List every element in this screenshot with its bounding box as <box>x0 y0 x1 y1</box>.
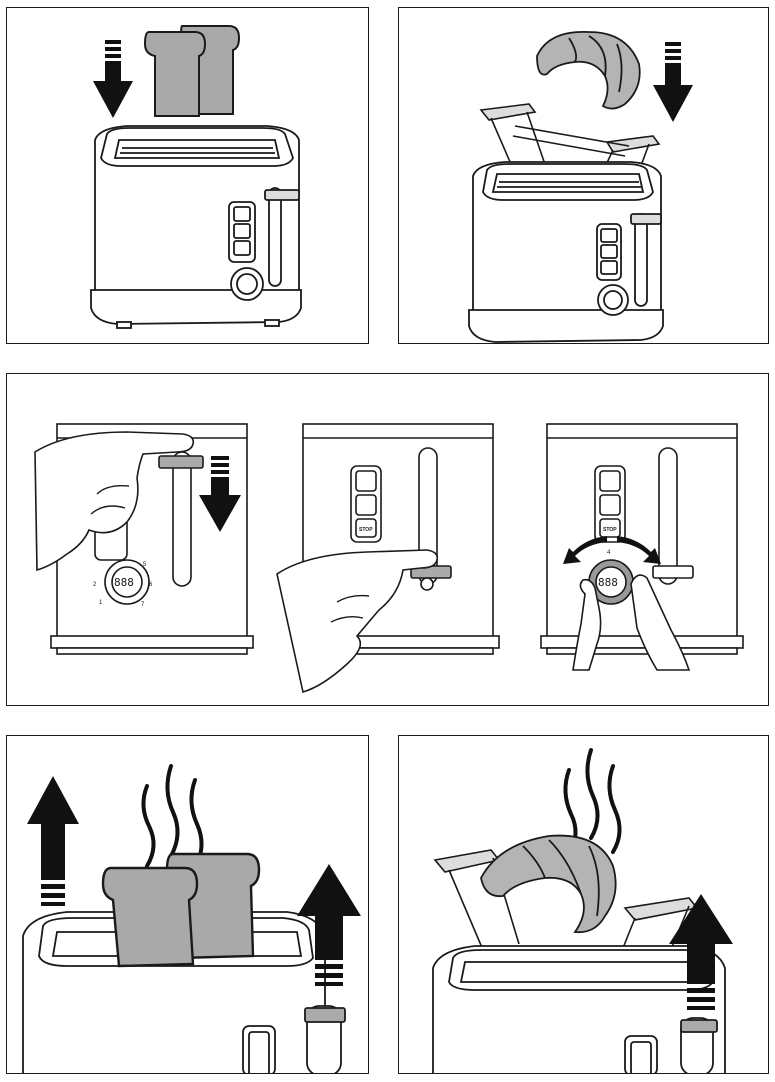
dial-number-4: 4 <box>607 550 611 556</box>
dial-number-5: 5 <box>143 562 147 568</box>
stop-button-label: STOP <box>359 527 373 533</box>
operation-steps-illustration: 888 5 6 7 2 1 <box>34 423 744 694</box>
timer-display: 888 <box>114 576 134 589</box>
dial-number-2: 2 <box>93 582 97 588</box>
down-arrow-icon <box>93 40 133 118</box>
panel-insert-bread <box>6 7 369 344</box>
hand <box>572 578 602 671</box>
up-arrow-icon <box>669 894 733 1010</box>
hand <box>630 574 691 671</box>
panel-croissant-rack <box>398 7 769 344</box>
dial-number-6: 6 <box>149 582 153 588</box>
panel-toast-ready <box>6 735 369 1074</box>
toast-ready-illustration <box>22 764 361 1073</box>
timer-display: 888 <box>598 576 618 589</box>
croissant <box>536 31 641 110</box>
toaster <box>432 945 726 1073</box>
hand <box>276 549 439 694</box>
panel-croissant-ready <box>398 735 769 1074</box>
panel-operation-steps: 888 5 6 7 2 1 <box>6 373 769 706</box>
toast-slices <box>101 852 261 968</box>
hand <box>34 431 195 572</box>
steam-icon <box>141 764 204 870</box>
up-arrow-icon <box>297 864 361 986</box>
down-arrow-icon <box>653 42 693 122</box>
down-arrow-icon <box>199 456 241 532</box>
croissant-ready-illustration <box>432 748 733 1073</box>
stop-button-label: STOP <box>603 527 617 533</box>
rotate-arrows-icon <box>563 536 661 564</box>
croissant <box>480 834 617 934</box>
croissant-rack-illustration <box>468 31 693 343</box>
step-turn-dial: 888 2 4 STOP <box>540 423 744 671</box>
toaster <box>468 161 664 343</box>
up-arrow-icon <box>27 776 79 906</box>
toaster <box>90 125 302 329</box>
dial-number-7: 7 <box>141 602 145 608</box>
step-lever-down: STOP <box>276 423 500 694</box>
dial-number-1: 1 <box>99 600 103 606</box>
step-press-lever: 888 5 6 7 2 1 <box>34 423 254 655</box>
insert-bread-illustration <box>90 25 302 329</box>
bread-slices <box>143 25 241 117</box>
